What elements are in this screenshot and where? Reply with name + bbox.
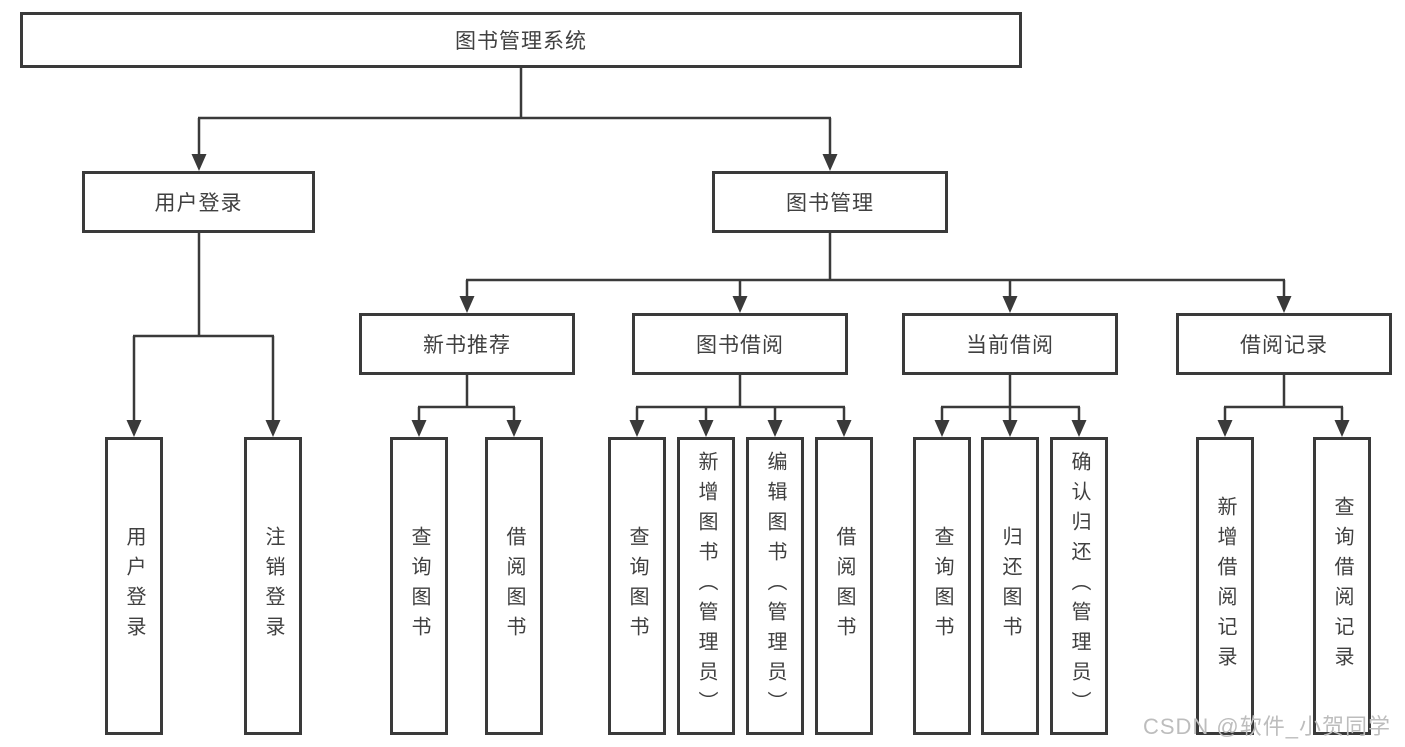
node-leaf-query-books-borrow: 查询图书	[608, 437, 666, 735]
node-label: 图书管理系统	[455, 30, 587, 53]
node-leaf-query-books-newbook: 查询图书	[390, 437, 448, 735]
node-leaf-user-login: 用户登录	[105, 437, 163, 735]
node-current-borrowing: 当前借阅	[902, 313, 1118, 375]
leaf-label: 归还图书	[999, 526, 1021, 646]
leaf-label: 注销登录	[262, 526, 284, 646]
node-user-login: 用户登录	[82, 171, 315, 233]
node-book-management: 图书管理	[712, 171, 948, 233]
leaf-label: 查询图书	[931, 526, 953, 646]
leaf-label: 借阅图书	[833, 526, 855, 646]
csdn-watermark: CSDN @软件_小贺同学	[1142, 714, 1391, 739]
node-new-book-recommendation: 新书推荐	[359, 313, 575, 375]
leaf-label: 新增借阅记录	[1214, 496, 1236, 676]
node-label: 当前借阅	[966, 334, 1054, 357]
node-label: 借阅记录	[1240, 334, 1328, 357]
node-leaf-query-borrow-record: 查询借阅记录	[1313, 437, 1371, 735]
node-leaf-edit-books-admin: 编辑图书（管理员）	[746, 437, 804, 735]
leaf-label: 新增图书（管理员）	[695, 451, 717, 721]
leaf-label: 查询图书	[408, 526, 430, 646]
node-label: 用户登录	[154, 192, 243, 215]
leaf-label: 编辑图书（管理员）	[764, 451, 786, 721]
leaf-label: 借阅图书	[503, 526, 525, 646]
node-leaf-confirm-return-admin: 确认归还（管理员）	[1050, 437, 1108, 735]
node-leaf-logout: 注销登录	[244, 437, 302, 735]
node-book-borrowing: 图书借阅	[632, 313, 848, 375]
connector-strokes	[132, 68, 1344, 423]
node-library-management-system: 图书管理系统	[20, 12, 1022, 68]
node-label: 图书借阅	[696, 334, 784, 357]
node-borrowing-records: 借阅记录	[1176, 313, 1392, 375]
leaf-label: 用户登录	[123, 526, 145, 646]
leaf-label: 查询图书	[626, 526, 648, 646]
node-leaf-borrow-books-newbook: 借阅图书	[485, 437, 543, 735]
node-leaf-return-books: 归还图书	[981, 437, 1039, 735]
leaf-label: 查询借阅记录	[1331, 496, 1353, 676]
node-leaf-borrow-books: 借阅图书	[815, 437, 873, 735]
node-label: 图书管理	[786, 192, 874, 215]
node-label: 新书推荐	[423, 334, 511, 357]
leaf-label: 确认归还（管理员）	[1068, 451, 1090, 721]
node-leaf-add-books-admin: 新增图书（管理员）	[677, 437, 735, 735]
node-leaf-add-borrow-record: 新增借阅记录	[1196, 437, 1254, 735]
node-leaf-query-books-current: 查询图书	[913, 437, 971, 735]
